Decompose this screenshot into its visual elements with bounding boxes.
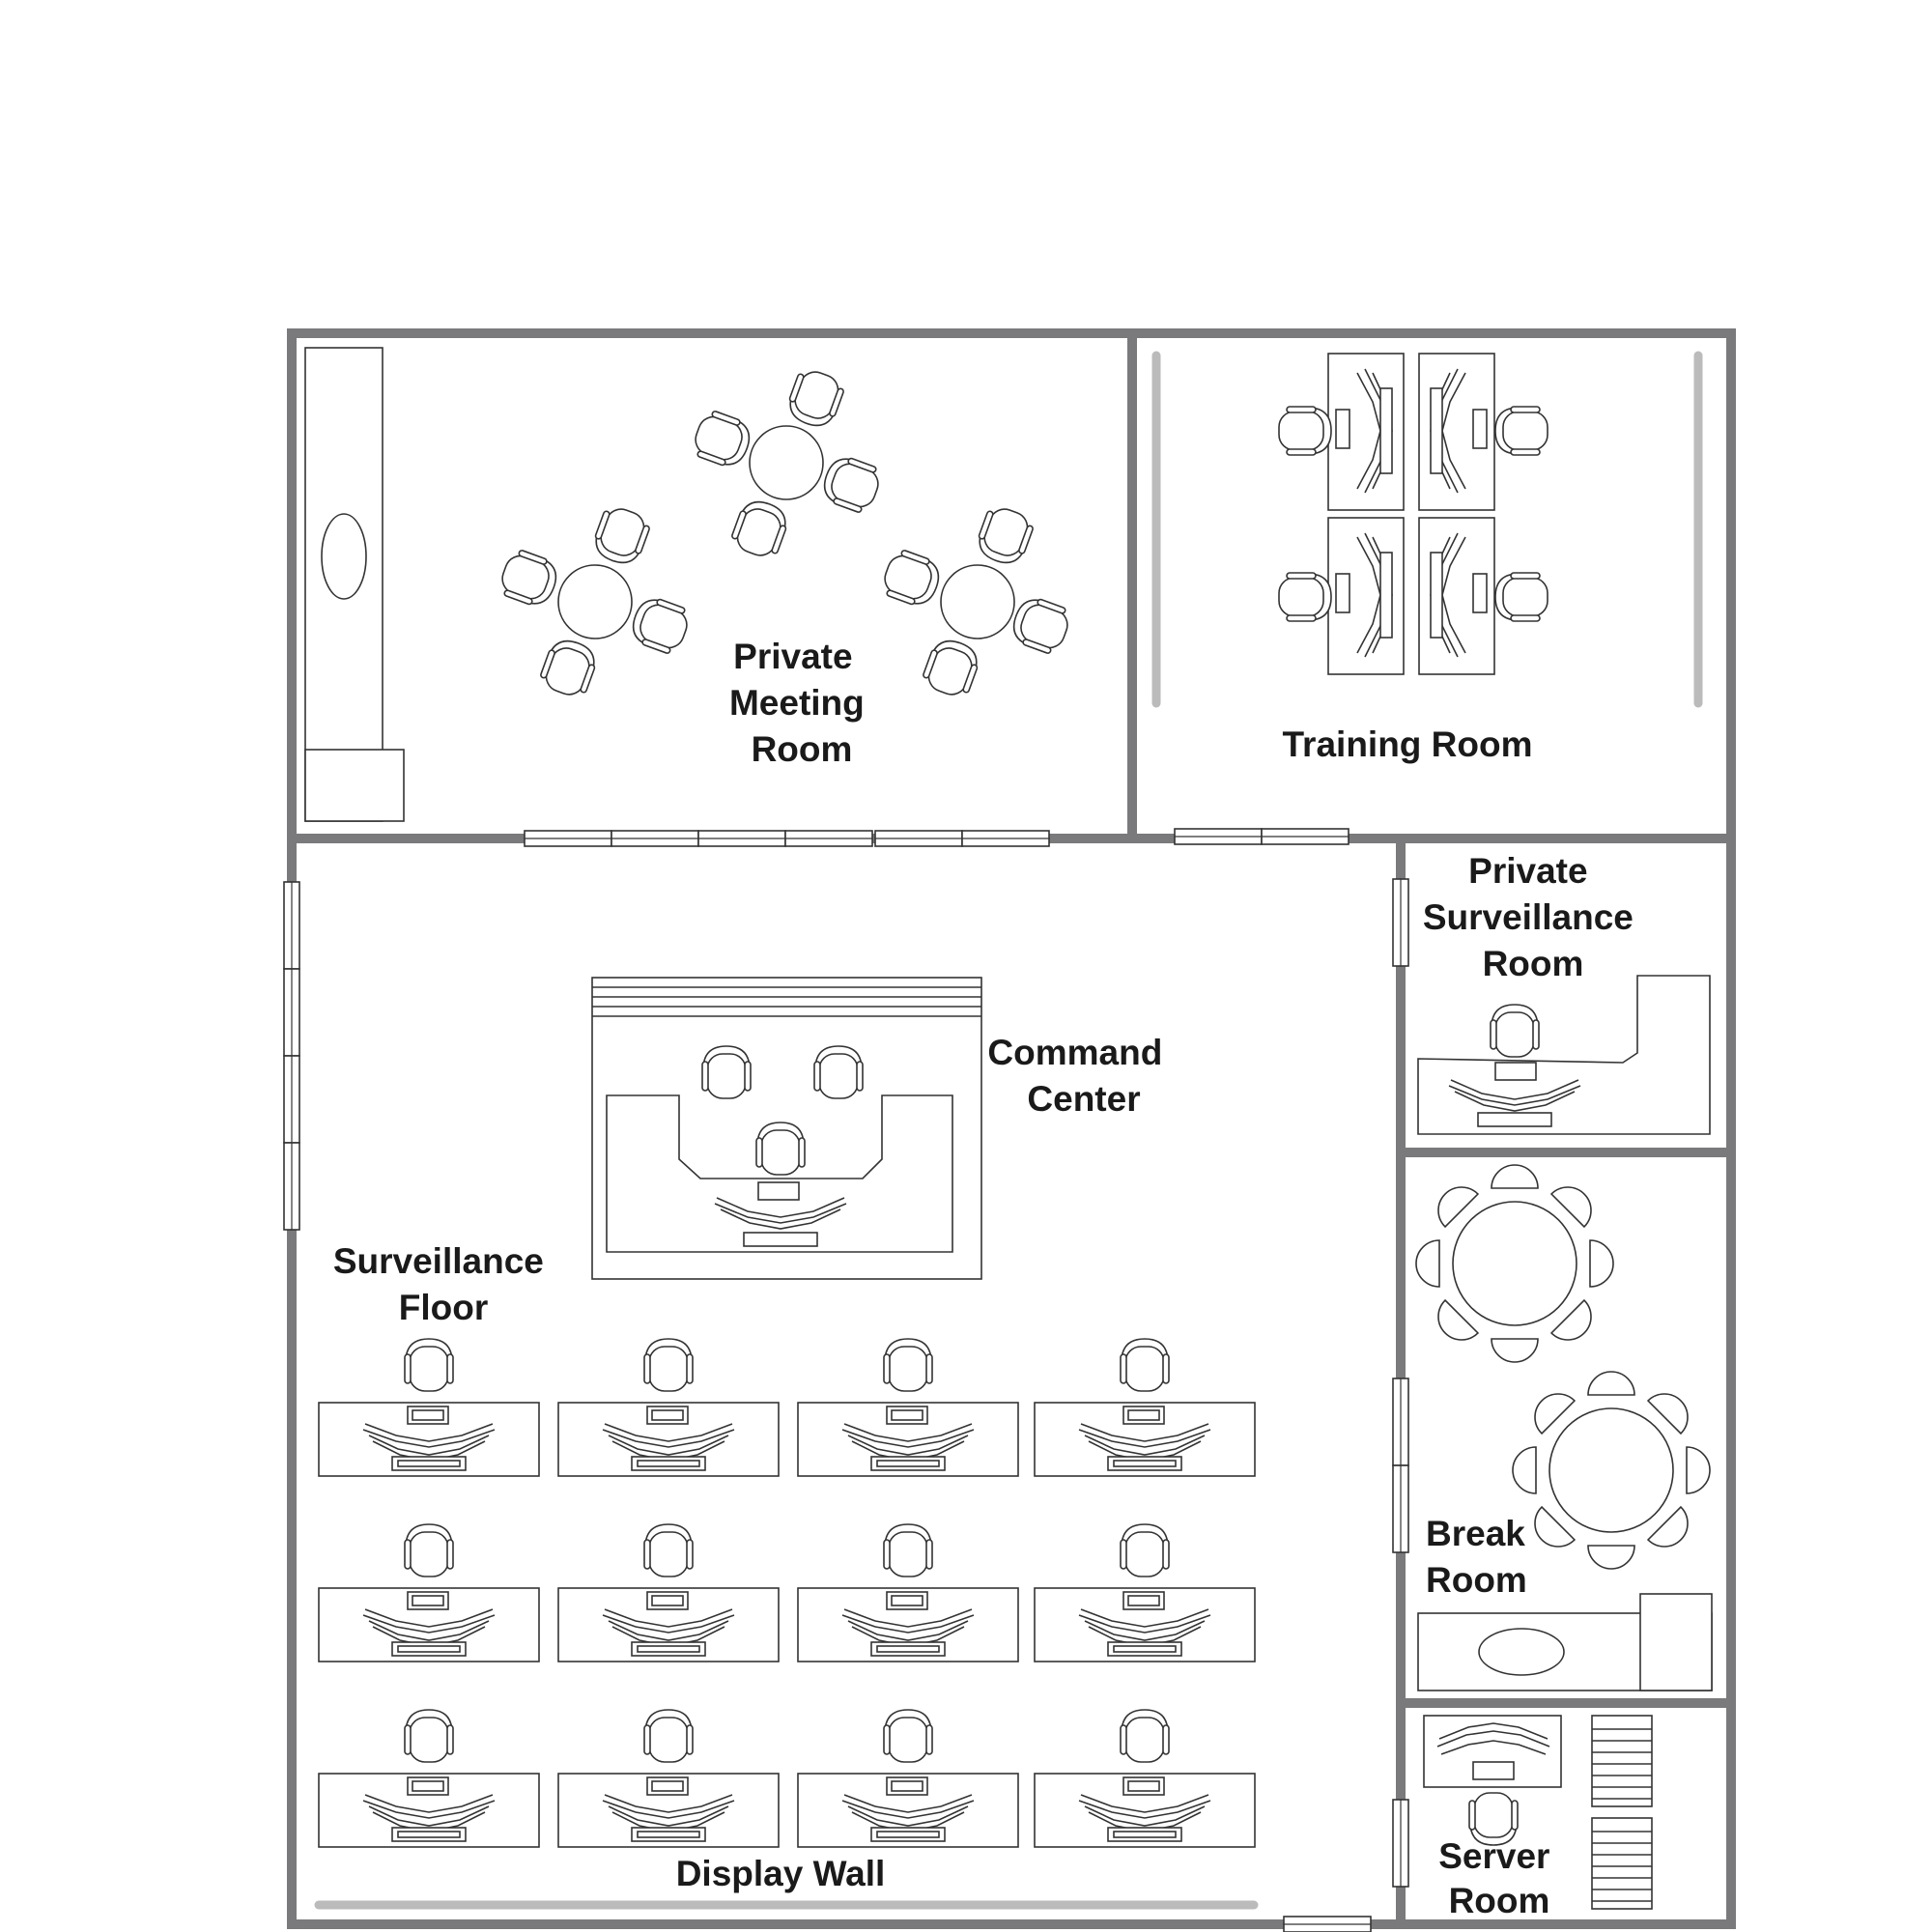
break-room-furniture [1415, 1164, 1713, 1691]
server-rack-1 [1591, 1715, 1653, 1807]
server-room-furniture [1423, 1715, 1653, 1910]
label-training-room: Training Room [1283, 724, 1533, 764]
meeting-table-1 [689, 365, 885, 562]
break-table-1 [1415, 1164, 1614, 1363]
command-center-furniture [591, 977, 982, 1280]
server-rack-2 [1591, 1817, 1653, 1910]
meeting-table-2 [496, 502, 694, 701]
label-private-meeting-room: Private Meeting Room [729, 637, 874, 769]
private-meeting-room-furniture [304, 347, 1074, 822]
break-table-2 [1512, 1371, 1711, 1570]
room-labels: Private Meeting Room Training Room Priva… [333, 637, 1643, 1920]
label-break-room: Break Room [1426, 1514, 1535, 1600]
training-room-furniture [1151, 351, 1703, 708]
label-surveillance-floor: Surveillance Floor [333, 1241, 554, 1327]
meeting-table-3 [878, 502, 1074, 701]
label-server-room: Server Room [1438, 1836, 1560, 1920]
surveillance-floor-workstations [319, 1339, 1255, 1847]
label-display-wall: Display Wall [676, 1854, 886, 1893]
private-surveillance-room-furniture [1417, 975, 1711, 1135]
label-private-surveillance-room: Private Surveillance Room [1423, 851, 1643, 983]
label-command-center: Command Center [987, 1033, 1172, 1119]
